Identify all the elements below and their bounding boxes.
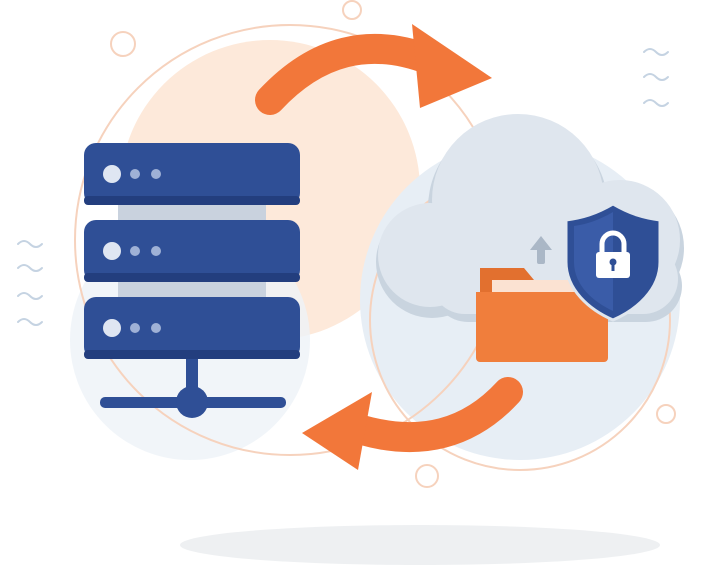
bg-dot-ring-4: [415, 464, 439, 488]
server-led-2: [130, 169, 140, 179]
server-led-1: [103, 242, 121, 260]
server-led-2: [130, 246, 140, 256]
server-led-3: [151, 169, 161, 179]
ground-shadow: [180, 525, 660, 565]
server-led-2: [130, 323, 140, 333]
upload-arrow-icon: [530, 236, 552, 264]
server-unit-2: [84, 220, 300, 282]
sync-arrow-top-icon: [255, 24, 492, 115]
squiggle-lines-left: [17, 240, 43, 326]
bg-dot-ring-3: [656, 404, 676, 424]
bg-dot-ring-2: [342, 0, 362, 20]
server-rack-icon: [84, 143, 300, 418]
sync-arrow-bottom-icon: [302, 377, 523, 470]
server-unit-1: [84, 143, 300, 205]
squiggle-lines-right: [643, 48, 669, 107]
shield-lock-icon: [564, 202, 662, 322]
server-led-3: [151, 246, 161, 256]
server-led-1: [103, 319, 121, 337]
bg-dot-ring-1: [110, 31, 136, 57]
server-led-3: [151, 323, 161, 333]
server-unit-3: [84, 297, 300, 359]
server-stand-hub: [176, 386, 208, 418]
server-led-1: [103, 165, 121, 183]
server-stand-pole: [186, 355, 198, 393]
